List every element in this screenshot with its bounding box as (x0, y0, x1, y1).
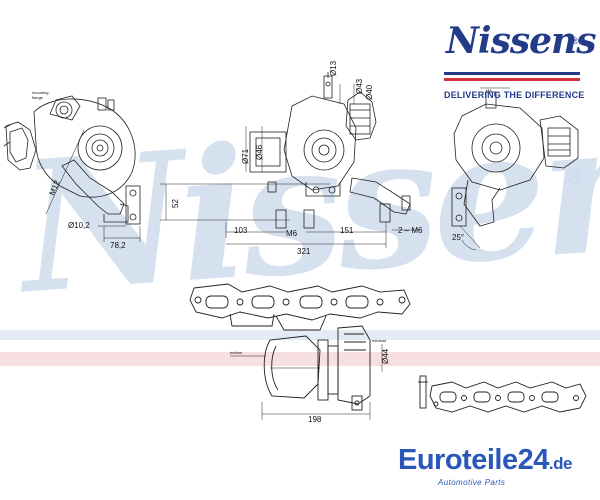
watermark-stripe-blue (0, 330, 600, 340)
center-front-view (160, 72, 420, 248)
manifold-side-view (418, 375, 587, 413)
shop-logo-text: Euroteile24.de (398, 444, 572, 477)
nissens-brand-block: Nissens ® DELIVERING THE DIFFERENCE (440, 18, 596, 100)
watermark-text: Nissens (9, 72, 600, 335)
shop-name: Euroteile24 (398, 444, 549, 476)
dim-d71: Ø71 (241, 148, 250, 164)
dim-2-m6: 2 – M6 (398, 226, 423, 235)
dim-m6: M6 (286, 229, 298, 238)
dim-d44: Ø44 (381, 348, 390, 364)
label-turbo-note-2: exhaust (372, 338, 387, 343)
right-side-view (451, 87, 579, 251)
watermark-stripe-red (0, 352, 600, 366)
dim-78-2: 78,2 (110, 241, 126, 250)
shop-tagline: Automotive Parts (438, 478, 506, 487)
label-left-note-2: flange (32, 95, 44, 100)
dim-d43: Ø43 (355, 78, 364, 94)
left-side-view (3, 95, 141, 242)
dim-52: 52 (171, 199, 180, 208)
nissens-tagline: DELIVERING THE DIFFERENCE (444, 90, 585, 100)
nissens-logo-text: Nissens (446, 20, 596, 62)
nissens-watermark: Nissens ® (0, 72, 600, 366)
dim-m8: M8 (486, 88, 492, 93)
dim-151: 151 (340, 226, 354, 235)
dim-103: 103 (234, 226, 248, 235)
dim-d40: Ø40 (365, 84, 374, 100)
dim-198: 198 (308, 415, 322, 424)
euroteile24-logo: Euroteile24.de Automotive Parts (398, 444, 594, 496)
dim-25-deg: 25° (452, 233, 464, 242)
dim-d-top-pipe: Ø13 (329, 60, 338, 76)
dim-d46: Ø46 (255, 144, 264, 160)
watermark-registered-mark: ® (568, 167, 583, 189)
label-left-note: mounting (32, 90, 48, 95)
manifold-top-view (189, 283, 411, 331)
label-turbo-note: turbine (230, 350, 243, 355)
brand-stripe-blue (444, 72, 580, 75)
nissens-registered-mark: ® (572, 36, 579, 46)
dim-321: 321 (297, 247, 311, 256)
brand-stripe-red (444, 78, 580, 81)
shop-tld: .de (548, 454, 573, 473)
dim-d10-2: Ø10,2 (68, 221, 90, 230)
turbo-side-view (230, 325, 383, 420)
